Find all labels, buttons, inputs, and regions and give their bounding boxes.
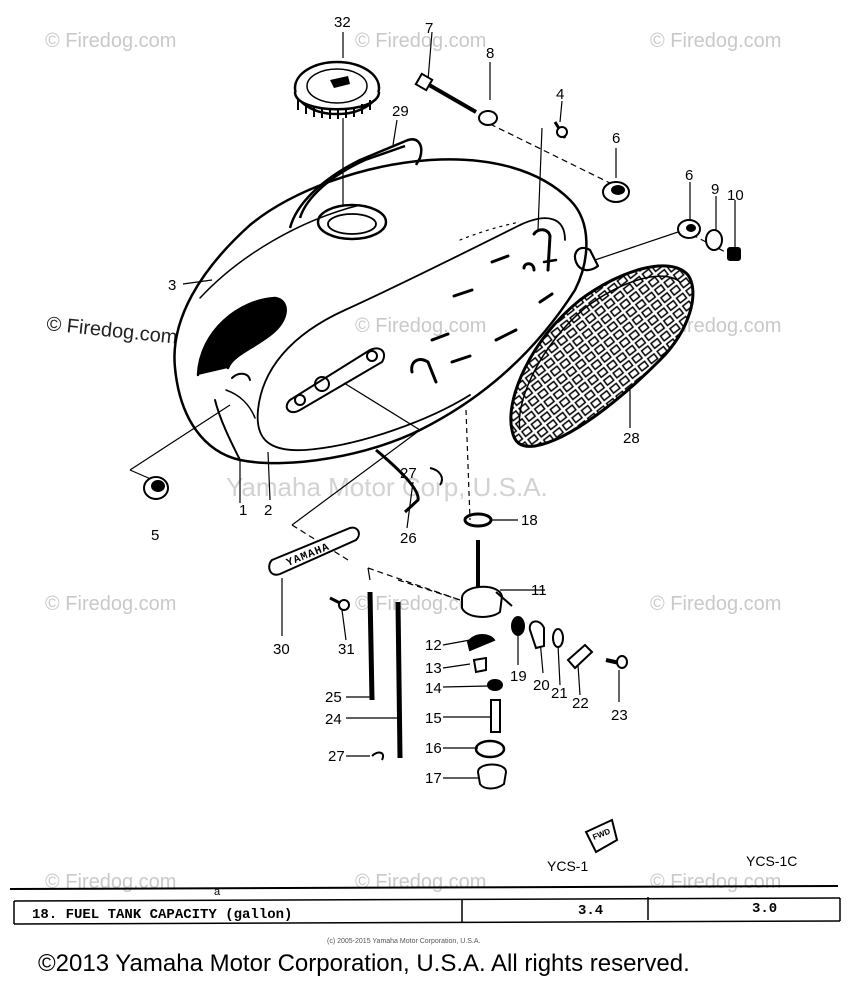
capacity-value-ycs1c: 3.0 xyxy=(752,901,777,917)
watermark-firedog: © Firedog.com xyxy=(45,871,176,893)
callout-27b: 27 xyxy=(328,748,345,765)
callout-27: 27 xyxy=(400,465,417,482)
callout-24: 24 xyxy=(325,711,342,728)
watermark-firedog: © Firedog.com xyxy=(650,593,781,615)
callout-16: 16 xyxy=(425,740,442,757)
callout-14: 14 xyxy=(425,680,442,697)
callout-20: 20 xyxy=(533,677,550,694)
callout-3: 3 xyxy=(168,277,176,294)
callout-17: 17 xyxy=(425,770,442,787)
callout-7: 7 xyxy=(425,20,433,37)
fuel-cap xyxy=(293,60,381,119)
grab-rail xyxy=(288,138,423,229)
callout-5: 5 xyxy=(151,527,159,544)
callout-18: 18 xyxy=(521,512,538,529)
callout-2: 2 xyxy=(264,502,272,519)
callout-15: 15 xyxy=(425,710,442,727)
callout-13: 13 xyxy=(425,660,442,677)
callout-12: 12 xyxy=(425,637,442,654)
callout-6b: 6 xyxy=(685,167,693,184)
leader-lines xyxy=(129,31,736,779)
watermark-firedog: © Firedog.com xyxy=(45,593,176,615)
fuel-tank xyxy=(173,158,600,465)
watermarks: © Firedog.com © Firedog.com © Firedog.co… xyxy=(45,30,781,893)
column-label-ycs1: YCS-1 xyxy=(547,858,588,874)
callout-25: 25 xyxy=(325,689,342,706)
callout-22: 22 xyxy=(572,695,589,712)
callout-31: 31 xyxy=(338,641,355,658)
fwd-arrow: FWD xyxy=(584,818,619,854)
callout-10: 10 xyxy=(727,187,744,204)
watermark-company: Yamaha Motor Corp, U.S.A. xyxy=(226,472,548,502)
callout-32: 32 xyxy=(334,14,351,31)
callouts: 1 2 3 4 5 6 6 7 8 9 10 11 12 13 14 15 16… xyxy=(151,14,744,787)
copyright-notice: ©2013 Yamaha Motor Corporation, U.S.A. A… xyxy=(38,950,690,977)
callout-23: 23 xyxy=(611,707,628,724)
callout-4: 4 xyxy=(556,86,564,103)
small-copyright: (c) 2005-2015 Yamaha Motor Corporation, … xyxy=(327,938,480,945)
small-parts xyxy=(143,72,741,790)
callout-8: 8 xyxy=(486,45,494,62)
callout-1: 1 xyxy=(239,502,247,519)
capacity-row-label: 18. FUEL TANK CAPACITY (gallon) xyxy=(32,907,292,923)
callout-6: 6 xyxy=(612,130,620,147)
callout-9: 9 xyxy=(711,181,719,198)
knee-grip xyxy=(509,264,695,448)
callout-11: 11 xyxy=(531,582,547,599)
callout-30: 30 xyxy=(273,641,290,658)
callout-26: 26 xyxy=(400,530,417,547)
yamaha-emblem: YAMAHA xyxy=(268,526,360,576)
watermark-firedog-dark: © Firedog.com xyxy=(45,313,178,349)
watermark-firedog: © Firedog.com xyxy=(355,30,486,52)
watermark-firedog: © Firedog.com xyxy=(355,315,486,337)
callout-19: 19 xyxy=(510,668,527,685)
callout-29: 29 xyxy=(392,103,409,120)
watermark-firedog: © Firedog.com xyxy=(650,871,781,893)
watermark-firedog: © Firedog.com xyxy=(45,30,176,52)
column-label-ycs1c: YCS-1C xyxy=(746,853,797,869)
watermark-firedog: © Firedog.com xyxy=(355,593,486,615)
table-mark: a xyxy=(214,886,221,898)
callout-28: 28 xyxy=(623,430,640,447)
watermark-firedog: © Firedog.com xyxy=(650,30,781,52)
callout-21: 21 xyxy=(551,685,568,702)
capacity-table: YCS-1 YCS-1C a 18. FUEL TANK CAPACITY (g… xyxy=(9,853,841,925)
capacity-value-ycs1: 3.4 xyxy=(578,903,603,919)
watermark-firedog: © Firedog.com xyxy=(355,871,486,893)
